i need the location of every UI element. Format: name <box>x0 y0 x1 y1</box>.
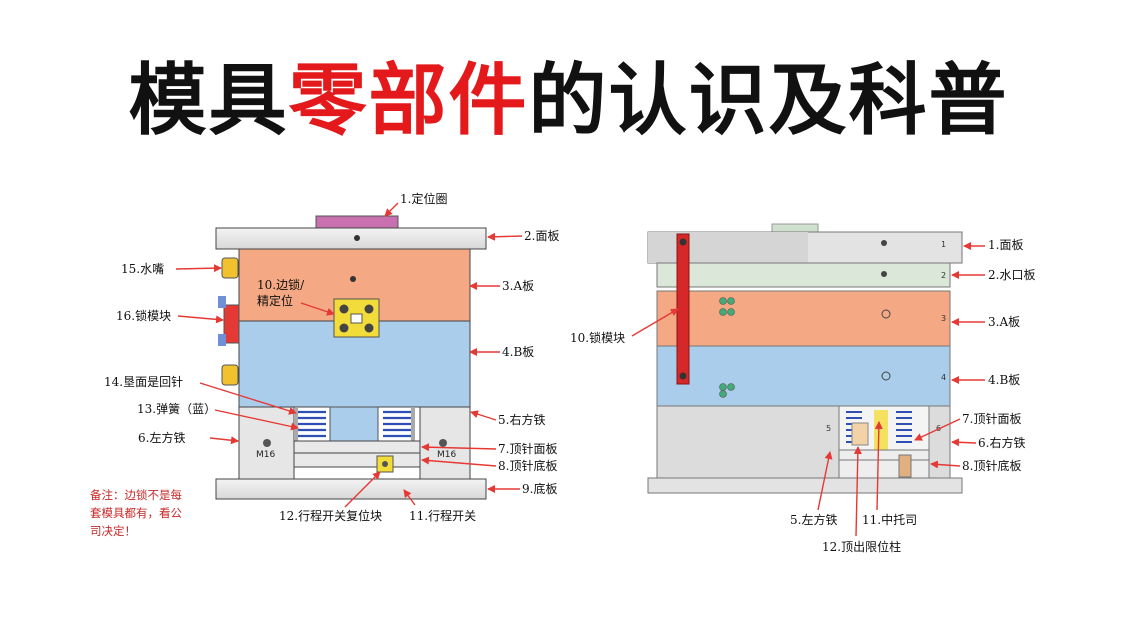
r-label-a-plate: 3.A板 <box>988 315 1020 329</box>
r-b-plate <box>656 345 951 407</box>
plate-number-3: 3 <box>941 314 946 323</box>
label-b-plate: 4.B板 <box>502 345 534 359</box>
springs <box>298 410 411 438</box>
title-part-3: 的认识及科普 <box>528 56 1009 146</box>
note-line-3: 司决定！ <box>90 524 136 538</box>
side-lock-block <box>333 298 380 338</box>
r-ejector-base <box>838 459 930 479</box>
note-line-1: 备注：边锁不是每 <box>90 488 182 502</box>
r-left-parallel <box>656 405 840 479</box>
clamp-block <box>223 304 240 344</box>
ejector-retainer-plate <box>293 440 421 454</box>
plate-number-1: 1 <box>941 240 946 249</box>
label-right-parallel: 5.右方铁 <box>498 412 545 427</box>
r-runner-plate <box>656 262 951 288</box>
r-label-stop-pillar: 12.顶出限位柱 <box>822 539 901 554</box>
label-spring: 13.弹簧（蓝） <box>137 401 216 416</box>
m16-left-label: M16 <box>256 450 275 460</box>
plate-number-2: 2 <box>941 271 946 280</box>
label-top-plate: 2.面板 <box>524 229 559 243</box>
label-travel-switch: 11.行程开关 <box>409 508 476 523</box>
r-label-ejector-base: 8.顶针底板 <box>962 458 1021 473</box>
r-stop-pillar <box>851 422 869 446</box>
label-ejector-base: 8.顶针底板 <box>498 458 557 473</box>
water-nozzles <box>221 257 239 386</box>
locating-ring <box>315 215 399 229</box>
r-label-b-plate: 4.B板 <box>988 373 1020 387</box>
ejector-base-plate <box>293 452 421 468</box>
r-right-parallel <box>928 405 951 479</box>
label-a-plate: 3.A板 <box>502 279 534 293</box>
label-ejector-retainer: 7.顶针面板 <box>498 441 557 456</box>
label-side-lock-1: 10.边锁/ <box>257 277 305 292</box>
r-a-plate <box>656 290 951 347</box>
page-title: 模具零部件的认识及科普 <box>0 62 1137 140</box>
r-bottom-plate <box>647 477 963 494</box>
label-side-lock-2: 精定位 <box>257 293 293 308</box>
r-label-top-plate: 1.面板 <box>988 238 1023 252</box>
right-label-arrows <box>631 242 985 537</box>
label-switch-reset: 12.行程开关复位块 <box>279 508 382 523</box>
r-label-right-parallel: 6.右方铁 <box>978 435 1025 450</box>
left-label-arrows <box>175 202 523 508</box>
r-label-runner-plate: 2.水口板 <box>988 268 1035 282</box>
plate-number-4: 4 <box>941 373 946 382</box>
r-clamp-block <box>676 233 690 385</box>
label-return-pin: 14.垦面是回针 <box>104 374 183 389</box>
r-label-center-guide: 11.中托司 <box>862 512 917 527</box>
plate-number-5: 5 <box>826 424 831 433</box>
title-part-1: 模具 <box>128 56 289 146</box>
note-line-2: 套模具都有，看公 <box>90 506 182 520</box>
label-locating-ring: 1.定位圈 <box>400 191 447 206</box>
top-clamp-plate <box>215 227 487 250</box>
label-water-nozzle: 15.水嘴 <box>121 262 164 276</box>
r-label-clamp-block: 10.锁模块 <box>570 330 625 345</box>
m16-right-label: M16 <box>437 450 456 460</box>
left-mold-diagram: M16 M16 1.定位圈 2.面板 3.A板 4.B板 5.右方铁 6.左 <box>90 191 559 538</box>
label-bottom-plate: 9.底板 <box>522 481 557 496</box>
title-part-2-highlight: 零部件 <box>288 56 529 146</box>
bottom-clamp-plate <box>215 478 487 500</box>
label-clamp-block: 16.锁模块 <box>116 308 171 323</box>
right-mold-diagram: 1 2 3 4 5 6 1.面板 2.水口板 3.A板 4.B板 7.顶针面板 … <box>570 223 1035 554</box>
r-screws <box>719 297 735 398</box>
label-left-parallel: 6.左方铁 <box>138 430 185 445</box>
r-label-ejector-retainer: 7.顶针面板 <box>962 411 1021 426</box>
r-ejector-retainer <box>838 449 930 461</box>
r-label-left-parallel: 5.左方铁 <box>790 512 837 527</box>
